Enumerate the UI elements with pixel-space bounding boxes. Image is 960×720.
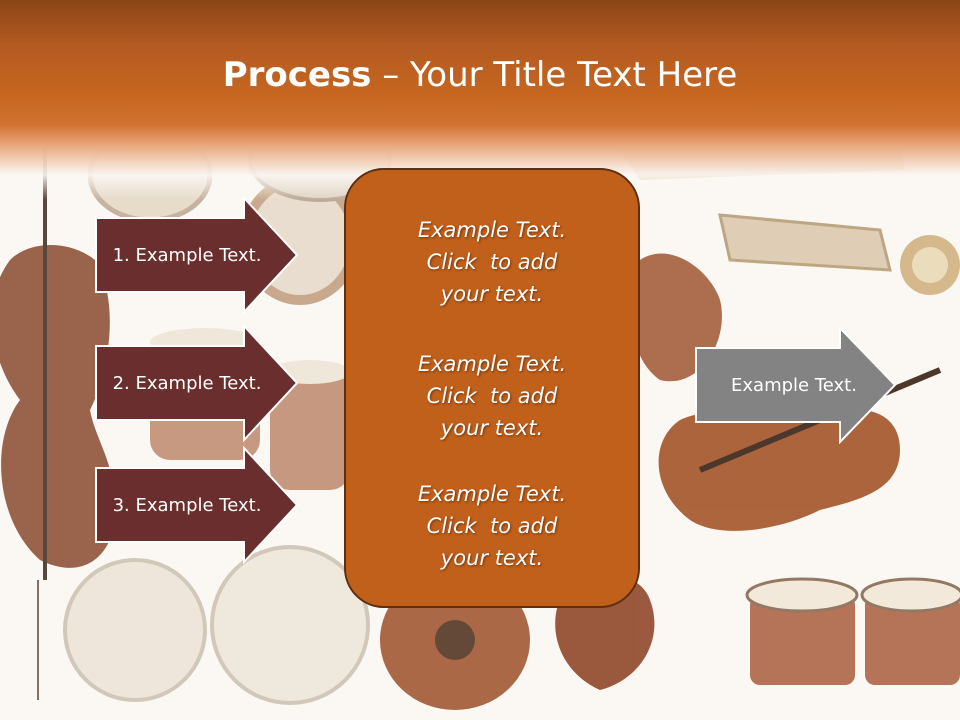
step-label: 3. Example Text. [112,494,262,516]
title-bold: Process [222,55,372,95]
paragraph-line: Click to add [426,250,558,274]
process-step-arrow-3[interactable]: 3. Example Text. [94,446,300,564]
arrow-shape [95,324,299,442]
center-text-box[interactable]: Example Text. Click to add your text. Ex… [344,168,640,608]
center-paragraph-3: Example Text. Click to add your text. [346,478,638,574]
paragraph-line: Click to add [426,384,558,408]
arrow-shape [95,446,299,564]
center-paragraph-1: Example Text. Click to add your text. [346,214,638,310]
arrow-shape [95,196,299,314]
paragraph-line: your text. [440,546,544,570]
bongo-image [63,545,370,705]
paragraph-line: your text. [440,416,544,440]
step-label: 2. Example Text. [112,372,262,394]
cello-image [0,130,116,700]
bongo-image [745,577,960,685]
process-step-arrow-1[interactable]: 1. Example Text. [94,196,300,314]
title-bar [0,0,960,200]
paragraph-line: your text. [440,282,544,306]
result-arrow[interactable]: Example Text. [694,326,898,444]
result-label: Example Text. [731,374,857,396]
paragraph-line: Click to add [426,514,558,538]
arrow-shape [695,326,897,444]
title-rest: – Your Title Text Here [371,55,738,95]
step-label: 1. Example Text. [112,244,262,266]
paragraph-line: Example Text. [417,218,567,242]
slide-title[interactable]: Process – Your Title Text Here [0,52,960,98]
process-step-arrow-2[interactable]: 2. Example Text. [94,324,300,442]
paragraph-line: Example Text. [417,482,567,506]
center-paragraph-2: Example Text. Click to add your text. [346,348,638,444]
paragraph-line: Example Text. [417,352,567,376]
